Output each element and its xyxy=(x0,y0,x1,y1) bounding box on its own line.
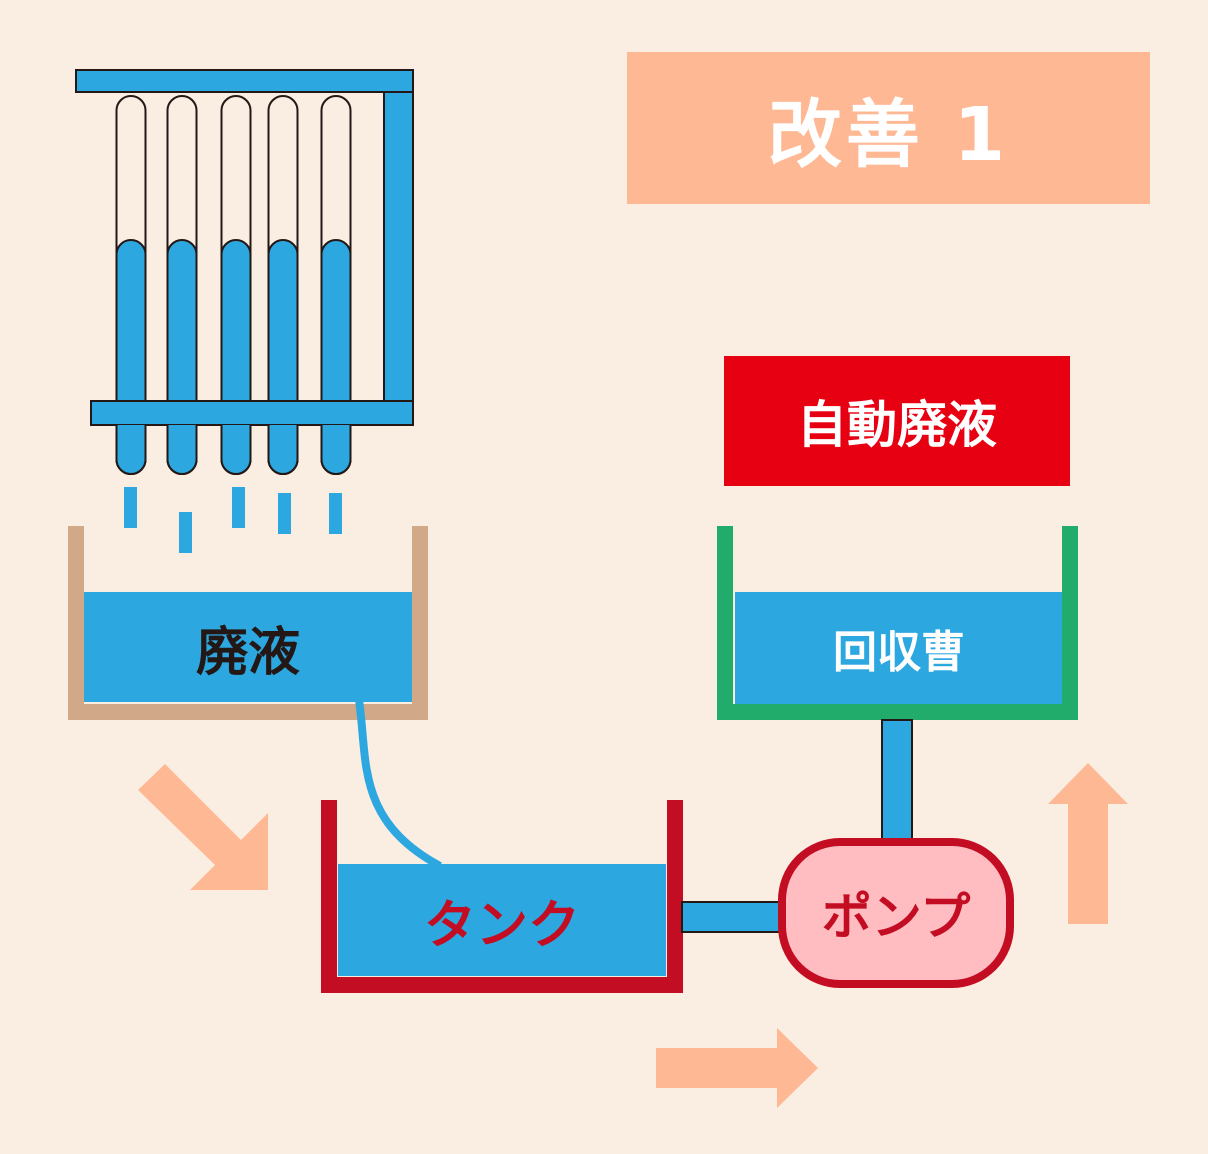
recovery-tank-label: 回収曹 xyxy=(833,627,965,678)
waste-tray-walls xyxy=(68,526,428,720)
recovery-tank-walls xyxy=(717,526,1078,720)
auto-drain-banner: 自動廃液 xyxy=(724,356,1070,486)
tank-walls xyxy=(321,800,683,993)
waste-liquid xyxy=(84,592,412,702)
droplet-icon xyxy=(278,493,291,534)
waste-tray-label: 廃液 xyxy=(195,622,300,683)
title-banner: 改善 1 xyxy=(627,52,1150,204)
arrow-down-right-icon xyxy=(138,764,268,890)
tank xyxy=(321,800,683,993)
pump-label: ポンプ xyxy=(821,888,971,946)
drain-hose-pipe-icon xyxy=(355,699,442,870)
tank-liquid xyxy=(338,864,666,976)
droplet-icon xyxy=(232,487,245,528)
rack-top-bar xyxy=(75,69,414,93)
horizontal-pipe-icon xyxy=(681,901,787,933)
pump-body xyxy=(778,838,1014,988)
test-tube-rack-icon xyxy=(75,69,414,475)
test-tube-bottom-3 xyxy=(220,425,252,475)
page-title: 改善 1 xyxy=(767,91,1010,178)
test-tube-bottom-4 xyxy=(267,425,299,475)
arrow-up-icon xyxy=(1048,763,1128,924)
droplet-icon xyxy=(124,487,137,528)
test-tube-bottom-2 xyxy=(166,425,198,475)
droplets xyxy=(124,487,342,553)
test-tube-bottom-1 xyxy=(115,425,147,475)
tank-label: タンク xyxy=(423,895,580,956)
recovery-liquid xyxy=(735,592,1063,704)
arrow-right-icon xyxy=(656,1028,818,1108)
rack-side-bar xyxy=(383,91,414,426)
droplet-icon xyxy=(329,493,342,534)
test-tube-bottom-5 xyxy=(320,425,352,475)
rack-bottom-bar xyxy=(90,400,414,426)
auto-drain-label: 自動廃液 xyxy=(797,396,997,454)
droplet-icon xyxy=(179,512,192,553)
vertical-pipe-icon xyxy=(881,719,913,845)
recovery-tank xyxy=(717,526,1078,720)
test-tube-bottoms xyxy=(115,425,352,475)
flow-arrows xyxy=(138,763,1128,1108)
waste-tray xyxy=(68,526,428,720)
